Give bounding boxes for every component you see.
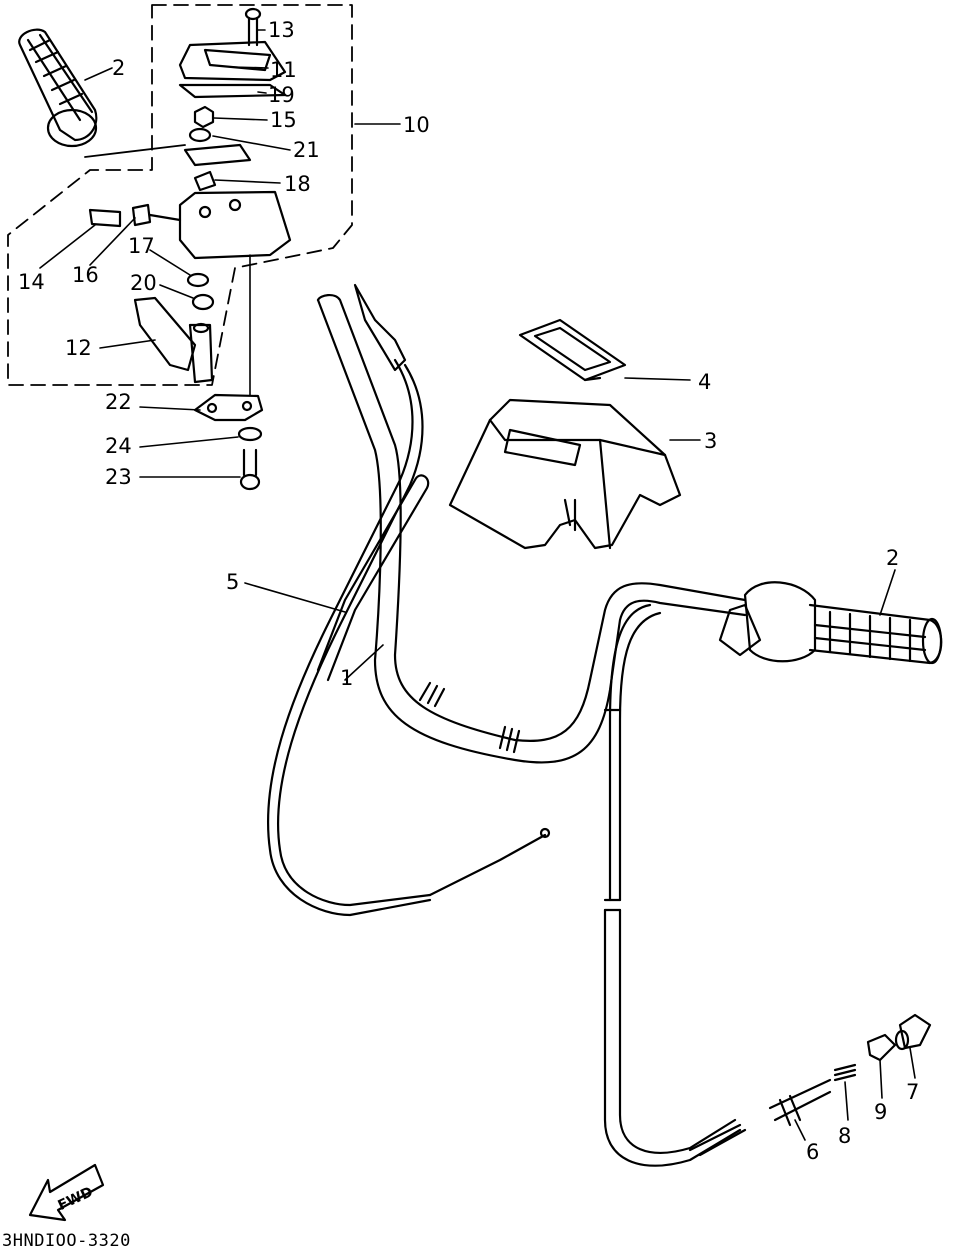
callout-17: 17: [128, 234, 155, 258]
callout-1: 1: [340, 666, 354, 690]
throttle-cable: [266, 283, 551, 917]
callout-13: 13: [268, 18, 295, 42]
cover-gasket: [518, 318, 627, 382]
callout-14: 14: [18, 270, 45, 294]
housing-body: [88, 170, 292, 260]
callout-15: 15: [270, 108, 297, 132]
cable-holder: [866, 1033, 897, 1062]
housing-cap: [178, 40, 287, 99]
left-grip: [18, 28, 98, 148]
right-grip: [718, 581, 943, 665]
cable-end-fitting: [894, 1013, 932, 1051]
callout-20: 20: [130, 271, 157, 295]
screw-13: [244, 7, 262, 47]
callout-18: 18: [284, 172, 311, 196]
spring: [833, 1063, 857, 1082]
callout-4: 4: [698, 370, 712, 394]
callout-3: 3: [704, 429, 718, 453]
callout-2-left: 2: [112, 56, 126, 80]
handlebar-cover: [448, 398, 682, 550]
diagram-code: 3HNDIOO-3320: [2, 1231, 131, 1251]
fwd-arrow-icon: [28, 1163, 105, 1222]
callout-12: 12: [65, 336, 92, 360]
callout-11: 11: [270, 58, 297, 82]
callout-24: 24: [105, 434, 132, 458]
nut-15-washer-21: [183, 105, 252, 167]
tube-sleeve: [316, 474, 430, 682]
clamp-22: [193, 393, 264, 422]
callout-10: 10: [403, 113, 430, 137]
washer-24: [237, 426, 263, 442]
handlebar: [316, 294, 747, 764]
callout-21: 21: [293, 138, 320, 162]
callout-16: 16: [72, 263, 99, 287]
choke-cable: [603, 603, 832, 1167]
screw-23: [239, 448, 261, 491]
callout-23: 23: [105, 465, 132, 489]
fwd-label: FWD: [56, 1184, 96, 1214]
callout-8: 8: [838, 1124, 852, 1148]
washers-17-20: [186, 272, 215, 311]
callout-6: 6: [806, 1140, 820, 1164]
callout-5: 5: [226, 570, 240, 594]
callout-9: 9: [874, 1100, 888, 1124]
callout-2-right: 2: [886, 546, 900, 570]
assembly-group-outline: [7, 4, 353, 386]
callout-7: 7: [906, 1080, 920, 1104]
leader-lines: [39, 29, 916, 1141]
callout-22: 22: [105, 390, 132, 414]
callout-19: 19: [268, 83, 295, 107]
throttle-lever: [133, 296, 214, 384]
